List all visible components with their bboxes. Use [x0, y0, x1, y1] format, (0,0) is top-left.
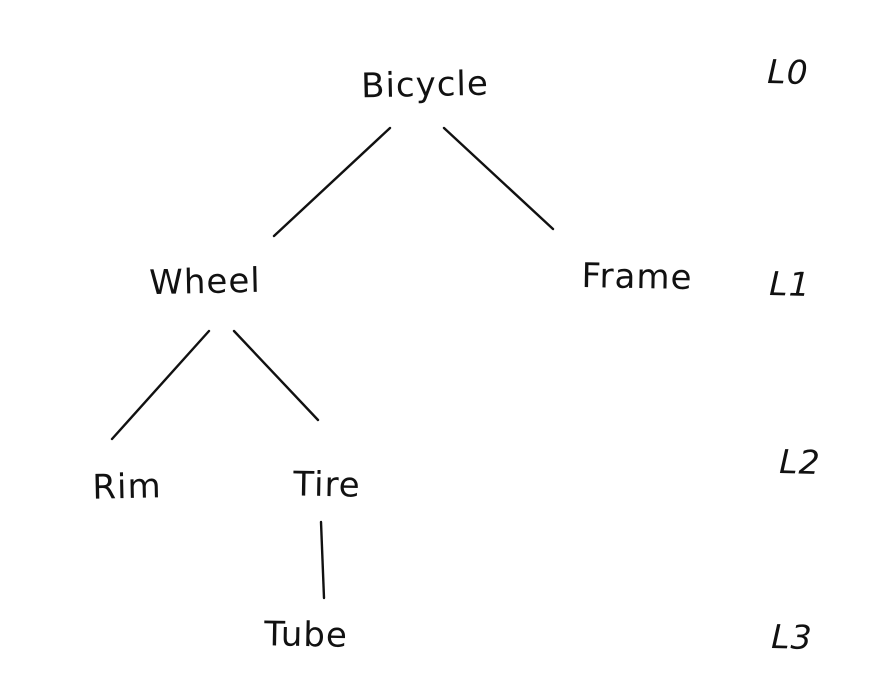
node-frame: Frame: [581, 256, 693, 298]
edge-bicycle-frame: [442, 126, 555, 231]
edge-wheel-rim: [110, 329, 211, 441]
node-rim: Rim: [91, 466, 163, 508]
node-tire: Tire: [292, 464, 362, 506]
node-bicycle: Bicycle: [360, 63, 490, 107]
level-label-l2: L2: [778, 441, 822, 483]
edge-bicycle-wheel: [272, 126, 392, 238]
edge-tire-tube: [319, 520, 326, 600]
node-wheel: Wheel: [148, 260, 262, 304]
edge-wheel-tire: [232, 329, 320, 422]
level-label-l1: L1: [768, 263, 812, 305]
level-label-l3: L3: [770, 616, 814, 658]
level-label-l0: L0: [766, 51, 810, 93]
node-tube: Tube: [263, 614, 349, 656]
